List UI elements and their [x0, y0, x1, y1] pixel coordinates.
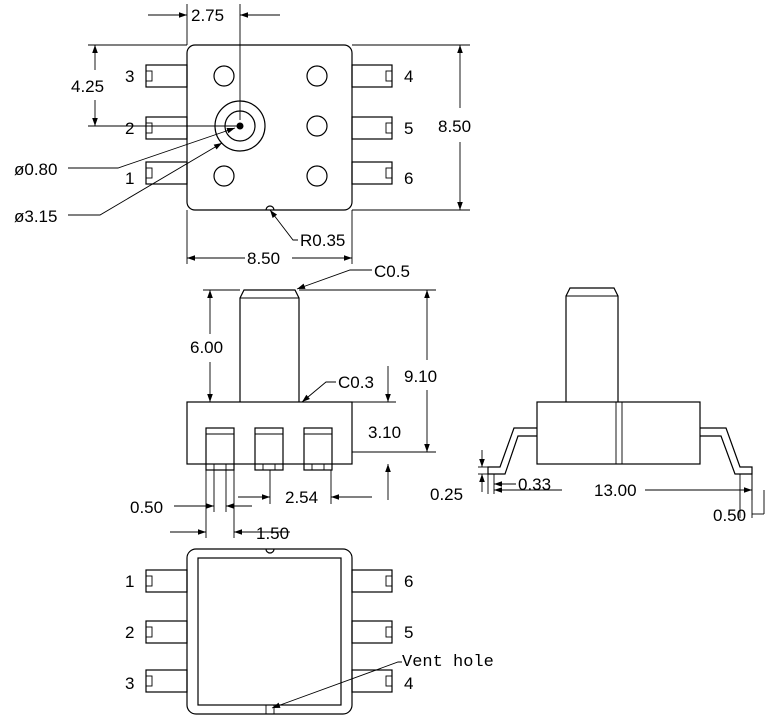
vent-hole	[265, 704, 275, 715]
svg-text:6.00: 6.00	[190, 338, 223, 357]
bottom-inner	[197, 557, 342, 706]
side-view: C0.5 C0.3 6.00 9.10 3.10	[130, 262, 437, 543]
svg-text:ø3.15: ø3.15	[14, 207, 57, 226]
leader-chamfer-top: C0.5	[296, 262, 410, 290]
svg-text:4.25: 4.25	[71, 77, 104, 96]
dim-height: 8.50	[352, 44, 471, 211]
top-view: 3 2 1 4 5 6 2.75 4.25 8.50	[14, 4, 471, 268]
svg-text:2.75: 2.75	[191, 6, 224, 25]
dim-body-height: 3.10	[352, 366, 401, 500]
dim-lead-thickness: 0.25	[430, 450, 488, 504]
side-body	[186, 401, 353, 465]
dim-lead-offset: 1.50	[170, 470, 290, 543]
svg-text:Vent hole: Vent hole	[402, 653, 494, 672]
dim-lead-pitch: 2.54	[238, 470, 372, 507]
svg-text:0.33: 0.33	[518, 475, 551, 494]
svg-text:2.54: 2.54	[285, 488, 318, 507]
top-pin-label: 3	[125, 67, 134, 86]
leader-port-inner: ø0.80	[14, 127, 236, 179]
svg-text:C0.5: C0.5	[374, 262, 410, 281]
svg-text:8.50: 8.50	[247, 249, 280, 268]
svg-text:ø0.80: ø0.80	[14, 160, 57, 179]
dim-lead-width: 0.50	[130, 470, 252, 517]
bottom-body	[186, 548, 353, 715]
top-hole	[306, 65, 328, 87]
top-hole	[306, 165, 328, 187]
dim-foot-offset: 0.33	[487, 474, 551, 494]
top-pin-label: 2	[125, 119, 134, 138]
dim-pitch-x: 2.75	[148, 4, 280, 120]
bottom-pin-label: 2	[125, 623, 134, 642]
top-hole	[306, 115, 328, 137]
top-hole	[213, 65, 235, 87]
end-body	[536, 401, 701, 465]
svg-text:13.00: 13.00	[594, 481, 637, 500]
svg-text:9.10: 9.10	[404, 367, 437, 386]
leader-port-outer: ø3.15	[14, 142, 223, 226]
dim-foot-length: 0.50	[713, 474, 765, 525]
bottom-pin-label: 4	[404, 674, 413, 693]
svg-text:0.50: 0.50	[130, 498, 163, 517]
bottom-view: 1 2 3 6 5 4 Vent hole	[125, 548, 494, 715]
top-pin-label: 1	[125, 169, 134, 188]
svg-text:0.25: 0.25	[430, 485, 463, 504]
end-lead-right	[700, 427, 753, 475]
top-leads-right	[351, 64, 393, 185]
side-port	[239, 289, 300, 402]
dim-port-y: 4.25	[71, 44, 240, 127]
bottom-notch	[265, 548, 275, 554]
bottom-leads-left	[145, 569, 188, 693]
end-port	[565, 287, 619, 402]
bottom-pin-label: 5	[404, 623, 413, 642]
dim-total-height: 9.10	[299, 289, 437, 453]
top-hole	[213, 165, 235, 187]
top-pin-label: 6	[404, 169, 413, 188]
end-view: 0.25 0.33 13.00 0.50	[430, 287, 765, 525]
svg-text:8.50: 8.50	[438, 117, 471, 136]
bottom-pin-label: 1	[125, 572, 134, 591]
svg-text:1.50: 1.50	[256, 524, 289, 543]
leader-notch: R0.35	[269, 209, 345, 250]
top-leads-left	[145, 64, 188, 185]
bottom-pin-label: 3	[125, 674, 134, 693]
top-notch	[265, 205, 275, 211]
leader-chamfer-base: C0.3	[301, 373, 374, 403]
leader-vent-hole: Vent hole	[271, 653, 494, 709]
svg-text:R0.35: R0.35	[300, 231, 345, 250]
svg-text:0.50: 0.50	[713, 506, 746, 525]
bottom-pin-label: 6	[404, 572, 413, 591]
dim-width: 8.50	[186, 210, 353, 268]
dim-port-height: 6.00	[190, 289, 240, 403]
end-lead-left	[487, 427, 537, 475]
side-leads	[205, 427, 333, 471]
top-pin-label: 4	[404, 67, 413, 86]
top-pin-label: 5	[404, 119, 413, 138]
bottom-leads-right	[351, 569, 393, 693]
svg-text:C0.3: C0.3	[338, 373, 374, 392]
svg-text:3.10: 3.10	[368, 423, 401, 442]
